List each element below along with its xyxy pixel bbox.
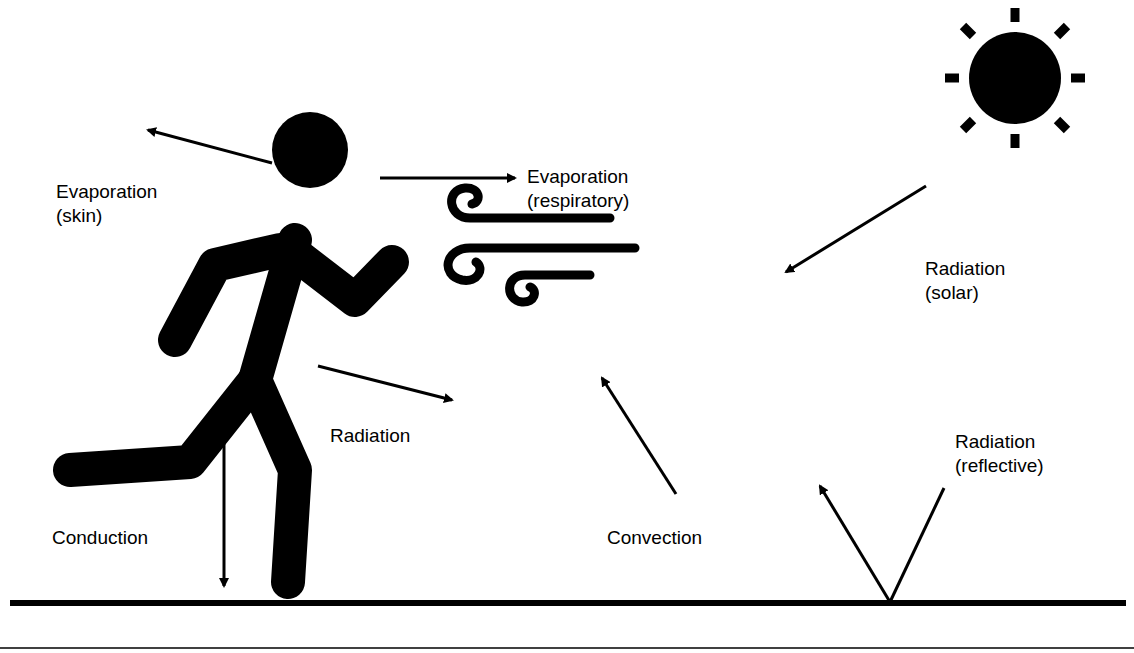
ground-line: [10, 600, 1126, 606]
heat-transfer-label: Radiation (solar): [925, 257, 1025, 305]
heat-transfer-label: Evaporation (skin): [56, 180, 176, 228]
heat-flow-arrows: [148, 130, 944, 602]
heat-transfer-label: Radiation: [330, 424, 440, 448]
heat-transfer-label: Radiation (reflective): [955, 430, 1067, 478]
heat-transfer-label: Evaporation (respiratory): [527, 165, 655, 213]
base-line: [0, 647, 1134, 649]
heat-transfer-label: Convection: [607, 526, 727, 550]
heat-transfer-label: Conduction: [52, 526, 172, 550]
sun-icon: [945, 8, 1085, 148]
